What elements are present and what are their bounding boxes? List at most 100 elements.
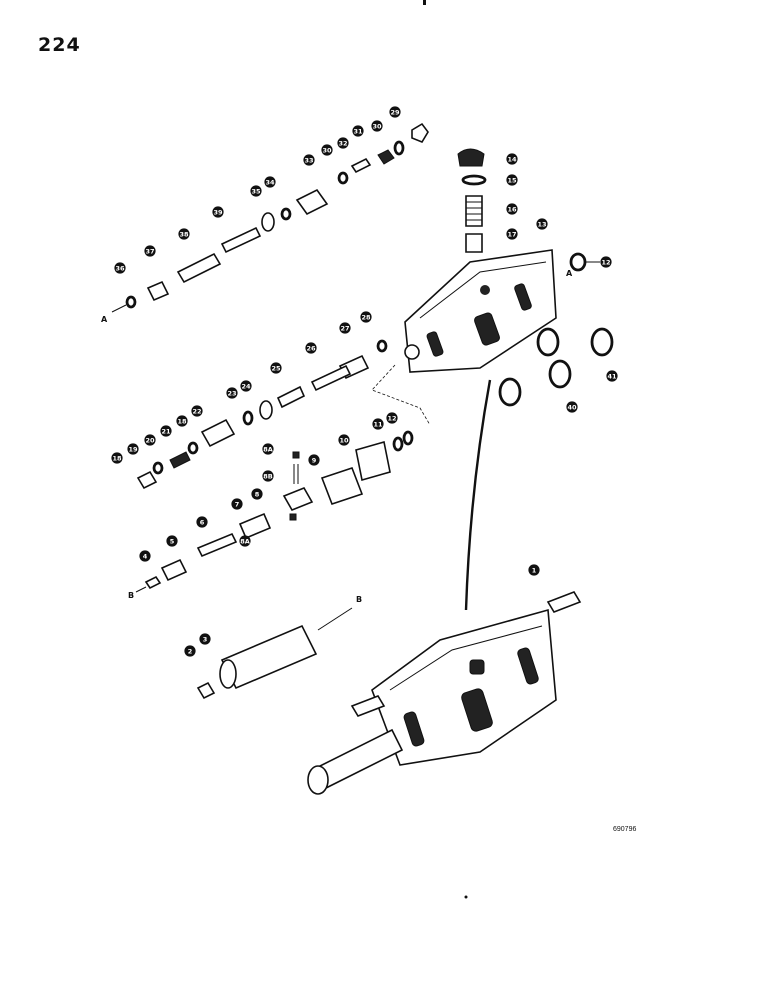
callout-c10: 10 [338, 434, 350, 446]
callout-c7: 7 [231, 498, 243, 510]
callout-c21: 21 [160, 425, 172, 437]
svg-text:26: 26 [306, 345, 316, 353]
callout-c14: 14 [506, 153, 518, 165]
oring-41 [590, 327, 614, 357]
part-5-cap [160, 558, 188, 582]
assembled-valve-1 [307, 591, 582, 795]
svg-text:15: 15 [507, 177, 517, 185]
callout-c8a2: 8A [239, 535, 251, 547]
callout-c33: 33 [303, 154, 315, 166]
upper-parts-group [111, 122, 429, 313]
callout-c8b: 8B [262, 470, 274, 482]
svg-text:33: 33 [304, 157, 313, 165]
svg-text:22: 22 [192, 408, 201, 416]
middle-parts-group [136, 339, 388, 490]
svg-text:12: 12 [601, 259, 610, 267]
svg-text:21: 21 [161, 428, 171, 436]
ref-letter-a-upper: A [566, 269, 573, 278]
callout-c32: 32 [337, 137, 349, 149]
svg-text:5: 5 [170, 538, 175, 546]
svg-text:18: 18 [112, 455, 122, 463]
assembly-arrow [464, 379, 492, 611]
svg-text:12: 12 [387, 415, 396, 423]
callouts-layer: 2930313230333435393837361415161713122827… [111, 106, 618, 657]
part-15-ring [461, 174, 487, 186]
callout-c28: 28 [360, 311, 372, 323]
callout-c20: 20 [144, 434, 156, 446]
callout-c11: 11 [372, 418, 384, 430]
svg-text:36: 36 [115, 265, 125, 273]
oring-40 [548, 359, 572, 389]
callout-c30b: 30 [321, 144, 333, 156]
callout-c18b: 18 [111, 452, 123, 464]
part-12-ring [569, 252, 587, 272]
part-30b-ring [337, 171, 349, 185]
svg-text:7: 7 [235, 501, 240, 509]
scan-mark [423, 0, 426, 5]
callout-c26: 26 [305, 342, 317, 354]
callout-c3: 3 [199, 633, 211, 645]
svg-text:39: 39 [213, 209, 223, 217]
part-14-cap [457, 148, 485, 167]
svg-text:30: 30 [372, 123, 382, 131]
svg-text:32: 32 [338, 140, 347, 148]
part-33-housing [295, 188, 329, 216]
svg-text:25: 25 [271, 365, 281, 373]
svg-text:3: 3 [203, 636, 208, 644]
part-36-ring [125, 295, 137, 309]
callout-c41: 41 [606, 370, 618, 382]
svg-text:16: 16 [507, 206, 517, 214]
part-7-sleeve [238, 512, 272, 540]
svg-text:10: 10 [339, 437, 349, 445]
callout-c30a: 30 [371, 120, 383, 132]
svg-text:9: 9 [312, 457, 317, 465]
callout-c16: 16 [506, 203, 518, 215]
part-10-flange [355, 440, 391, 482]
svg-text:24: 24 [241, 383, 251, 391]
callout-c25: 25 [270, 362, 282, 374]
callout-c38: 38 [178, 228, 190, 240]
callout-c17: 17 [506, 228, 518, 240]
callout-c35: 35 [250, 185, 262, 197]
part-16-spring [465, 195, 483, 227]
callout-c4: 4 [139, 550, 151, 562]
ref-letter-b-lower: B [128, 591, 134, 600]
part-38-plunger [176, 252, 222, 284]
svg-text:35: 35 [251, 188, 261, 196]
ref-letter-b-upper: B [356, 595, 362, 604]
scan-dot [464, 895, 468, 899]
svg-text:23: 23 [227, 390, 236, 398]
part-9-sleeve [320, 466, 364, 506]
svg-text:40: 40 [567, 404, 577, 412]
page-number: 224 [38, 34, 81, 56]
svg-text:38: 38 [179, 231, 189, 239]
part-8-body [282, 486, 314, 512]
callout-c8: 8 [251, 488, 263, 500]
svg-text:19: 19 [128, 446, 138, 454]
callout-c39: 39 [212, 206, 224, 218]
callout-c15: 15 [506, 174, 518, 186]
callout-c6: 6 [196, 516, 208, 528]
callout-c29: 29 [389, 106, 401, 118]
part-34-ring [280, 207, 292, 221]
relief-stack [457, 148, 487, 253]
callout-c27: 27 [339, 322, 351, 334]
callout-c23: 23 [226, 387, 238, 399]
svg-text:1: 1 [532, 567, 537, 575]
svg-text:8B: 8B [263, 473, 273, 481]
callout-c5: 5 [166, 535, 178, 547]
part-6-spring [196, 532, 238, 558]
callout-c31: 31 [352, 125, 364, 137]
part-32-spring [350, 157, 372, 174]
part-39-spring [220, 226, 262, 254]
svg-text:14: 14 [507, 156, 517, 164]
valve-section-13 [404, 249, 557, 373]
svg-text:8A: 8A [240, 538, 250, 546]
part-37-plug [146, 280, 170, 302]
callout-c18: 18 [176, 415, 188, 427]
callout-c37: 37 [144, 245, 156, 257]
callout-c22: 22 [191, 405, 203, 417]
oring-a [536, 327, 560, 357]
svg-text:13: 13 [537, 221, 546, 229]
svg-text:11: 11 [373, 421, 383, 429]
